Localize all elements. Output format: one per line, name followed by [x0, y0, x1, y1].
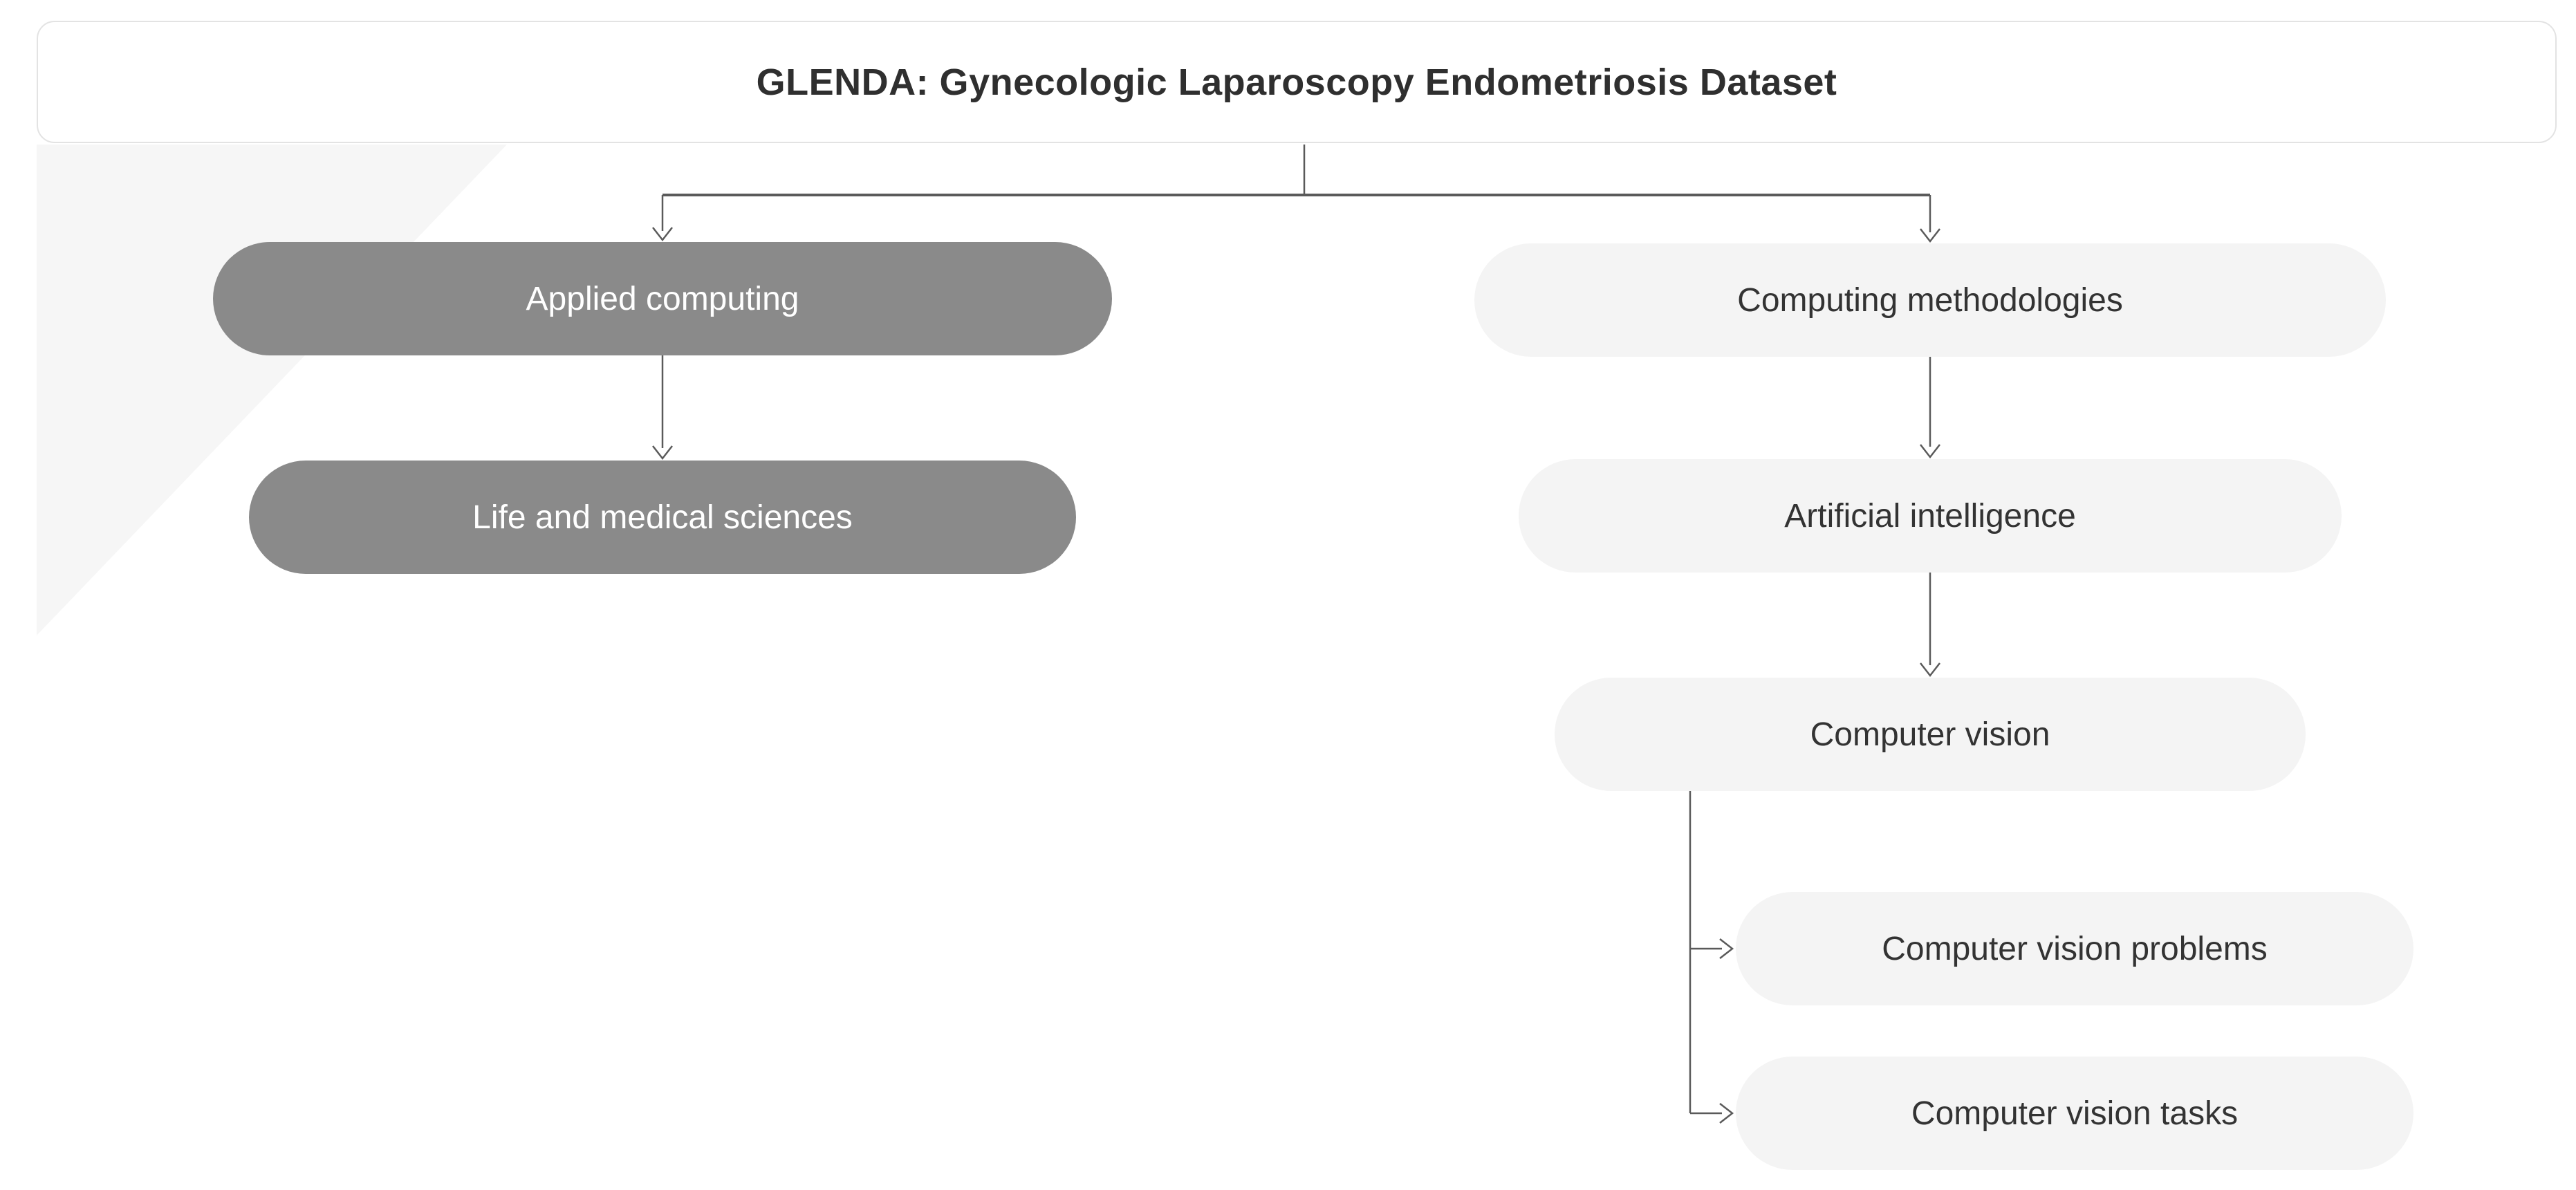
node-label: Computing methodologies	[1737, 281, 2123, 319]
node-label: Computer vision problems	[1882, 930, 2268, 967]
node-label: Computer vision	[1810, 716, 2050, 753]
node-computer-vision-problems: Computer vision problems	[1736, 892, 2413, 1005]
connector-methodologies-to-ai	[1920, 357, 1940, 459]
arrow-down-icon	[1920, 228, 1940, 243]
node-applied-computing: Applied computing	[213, 242, 1112, 355]
title-bar: GLENDA: Gynecologic Laparoscopy Endometr…	[37, 21, 2557, 143]
node-computer-vision-tasks: Computer vision tasks	[1736, 1057, 2413, 1170]
arrow-right-icon	[1719, 938, 1734, 959]
arrow-right-icon	[1719, 1103, 1734, 1124]
arrow-down-icon	[1920, 444, 1940, 459]
connector-root-to-computing-methodologies	[1920, 195, 1940, 243]
connector-root-to-applied-computing	[652, 195, 673, 242]
connector-root	[662, 145, 1930, 196]
node-artificial-intelligence: Artificial intelligence	[1519, 459, 2342, 573]
node-label: Applied computing	[526, 280, 799, 317]
node-label: Computer vision tasks	[1911, 1095, 2239, 1132]
node-computing-methodologies: Computing methodologies	[1474, 243, 2386, 357]
node-life-and-medical-sciences: Life and medical sciences	[249, 461, 1076, 574]
connector-applied-to-life	[652, 355, 673, 461]
connector-vision-to-children	[1689, 791, 1734, 1124]
arrow-down-icon	[652, 227, 673, 242]
arrow-down-icon	[1920, 662, 1940, 678]
page-title: GLENDA: Gynecologic Laparoscopy Endometr…	[756, 61, 1837, 103]
connector-ai-to-vision	[1920, 573, 1940, 678]
arrow-down-icon	[652, 445, 673, 461]
node-computer-vision: Computer vision	[1555, 678, 2306, 791]
node-label: Artificial intelligence	[1784, 497, 2076, 534]
node-label: Life and medical sciences	[472, 499, 853, 536]
